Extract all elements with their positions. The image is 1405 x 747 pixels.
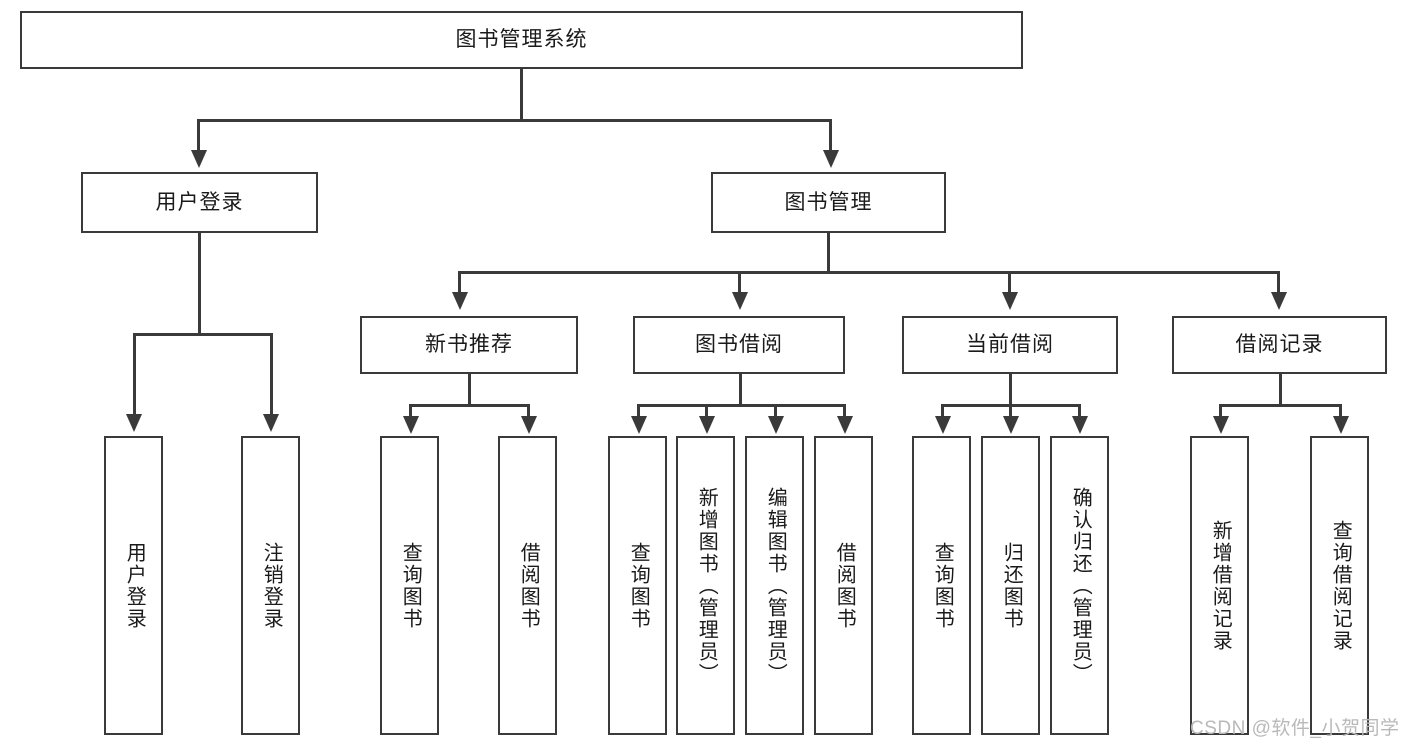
arrow-to-book-manage: [823, 150, 839, 168]
node-label: 归还图书: [1000, 541, 1023, 630]
connector-user-login-bus: [133, 333, 272, 336]
node-label: 借阅图书: [517, 541, 540, 630]
connector-borrow-record-bus: [1219, 404, 1339, 407]
arrow-to-leaf-query-record: [1333, 416, 1349, 434]
node-book-manage[interactable]: 图书管理: [711, 172, 946, 233]
node-label: 新书推荐: [425, 333, 513, 357]
connector-book-borrow-drop-1: [637, 404, 640, 418]
connector-book-borrow-drop-4: [843, 404, 846, 418]
arrow-to-leaf-logout: [263, 414, 279, 432]
connector-root-trunk: [520, 69, 523, 121]
connector-book-manage-drop-4: [1277, 271, 1280, 293]
connector-root-bus: [197, 119, 831, 122]
connector-root-drop-1: [197, 119, 200, 151]
connector-book-borrow-bus: [637, 404, 845, 407]
node-label: 确认归还（管理员）: [1069, 486, 1092, 685]
connector-borrow-record-trunk: [1279, 374, 1282, 406]
node-new-book-recommend[interactable]: 新书推荐: [360, 316, 578, 374]
node-book-borrow[interactable]: 图书借阅: [633, 316, 845, 374]
node-current-borrow[interactable]: 当前借阅: [902, 316, 1118, 374]
connector-user-login-drop-1: [133, 333, 136, 415]
arrow-to-user-login: [191, 150, 207, 168]
node-root-system[interactable]: 图书管理系统: [20, 11, 1023, 69]
leaf-query-book-1[interactable]: 查询图书: [380, 436, 439, 735]
arrow-to-leaf-query-book-3: [935, 416, 951, 434]
connector-new-book-drop-1: [409, 404, 412, 418]
arrow-to-book-borrow: [732, 292, 748, 310]
connector-book-borrow-trunk: [739, 374, 742, 406]
node-label: 图书借阅: [695, 333, 783, 357]
connector-borrow-record-drop-2: [1339, 404, 1342, 418]
connector-book-borrow-drop-3: [774, 404, 777, 418]
connector-current-borrow-drop-3: [1078, 404, 1081, 418]
connector-new-book-bus: [409, 404, 527, 407]
connector-user-login-drop-2: [270, 333, 273, 415]
node-label: 查询借阅记录: [1329, 519, 1352, 652]
connector-current-borrow-drop-2: [1009, 404, 1012, 418]
arrow-to-leaf-return-book: [1003, 416, 1019, 434]
connector-user-login-trunk: [198, 233, 201, 335]
node-user-login[interactable]: 用户登录: [81, 172, 318, 233]
arrow-to-current-borrow: [1002, 292, 1018, 310]
node-label: 查询图书: [399, 541, 422, 630]
leaf-logout[interactable]: 注销登录: [241, 436, 300, 735]
node-label: 查询图书: [931, 541, 954, 630]
connector-current-borrow-drop-1: [941, 404, 944, 418]
connector-book-manage-bus: [458, 271, 1279, 274]
connector-current-borrow-trunk: [1009, 374, 1012, 406]
arrow-to-leaf-user-login: [126, 414, 142, 432]
connector-new-book-drop-2: [527, 404, 530, 418]
node-label: 编辑图书（管理员）: [764, 486, 787, 685]
leaf-add-record[interactable]: 新增借阅记录: [1190, 436, 1249, 735]
arrow-to-borrow-record: [1271, 292, 1287, 310]
node-borrow-record[interactable]: 借阅记录: [1172, 316, 1387, 374]
node-label: 借阅记录: [1235, 333, 1324, 357]
connector-borrow-record-drop-1: [1219, 404, 1222, 418]
arrow-to-leaf-query-book-1: [403, 416, 419, 434]
node-label: 当前借阅: [966, 333, 1054, 357]
connector-new-book-trunk: [468, 374, 471, 406]
node-label: 注销登录: [260, 541, 283, 630]
connector-root-drop-2: [829, 119, 832, 151]
leaf-query-book-2[interactable]: 查询图书: [608, 436, 667, 735]
leaf-user-login[interactable]: 用户登录: [104, 436, 163, 735]
node-label: 图书管理: [784, 190, 873, 214]
arrow-to-new-book-recommend: [452, 292, 468, 310]
csdn-watermark: CSDN @软件_小贺同学: [1190, 718, 1400, 739]
connector-book-manage-drop-3: [1008, 271, 1011, 293]
leaf-query-record[interactable]: 查询借阅记录: [1310, 436, 1369, 735]
leaf-edit-book[interactable]: 编辑图书（管理员）: [745, 436, 804, 735]
connector-book-manage-drop-2: [738, 271, 741, 293]
node-label: 图书管理系统: [455, 28, 588, 52]
arrow-to-leaf-edit-book: [768, 416, 784, 434]
arrow-to-leaf-query-book-2: [631, 416, 647, 434]
arrow-to-leaf-confirm-return: [1072, 416, 1088, 434]
leaf-query-book-3[interactable]: 查询图书: [912, 436, 971, 735]
leaf-confirm-return[interactable]: 确认归还（管理员）: [1050, 436, 1109, 735]
node-label: 用户登录: [155, 190, 244, 214]
arrow-to-leaf-borrow-book-1: [521, 416, 537, 434]
leaf-borrow-book-2[interactable]: 借阅图书: [814, 436, 873, 735]
leaf-borrow-book-1[interactable]: 借阅图书: [498, 436, 557, 735]
node-label: 新增图书（管理员）: [695, 486, 718, 685]
arrow-to-leaf-borrow-book-2: [837, 416, 853, 434]
leaf-return-book[interactable]: 归还图书: [981, 436, 1040, 735]
node-label: 新增借阅记录: [1209, 519, 1232, 652]
node-label: 查询图书: [627, 541, 650, 630]
connector-book-manage-drop-1: [458, 271, 461, 293]
arrow-to-leaf-add-record: [1213, 416, 1229, 434]
node-label: 借阅图书: [833, 541, 856, 630]
connector-book-borrow-drop-2: [705, 404, 708, 418]
connector-book-manage-trunk: [827, 233, 830, 273]
leaf-add-book[interactable]: 新增图书（管理员）: [676, 436, 735, 735]
node-label: 用户登录: [123, 541, 146, 630]
arrow-to-leaf-add-book: [699, 416, 715, 434]
